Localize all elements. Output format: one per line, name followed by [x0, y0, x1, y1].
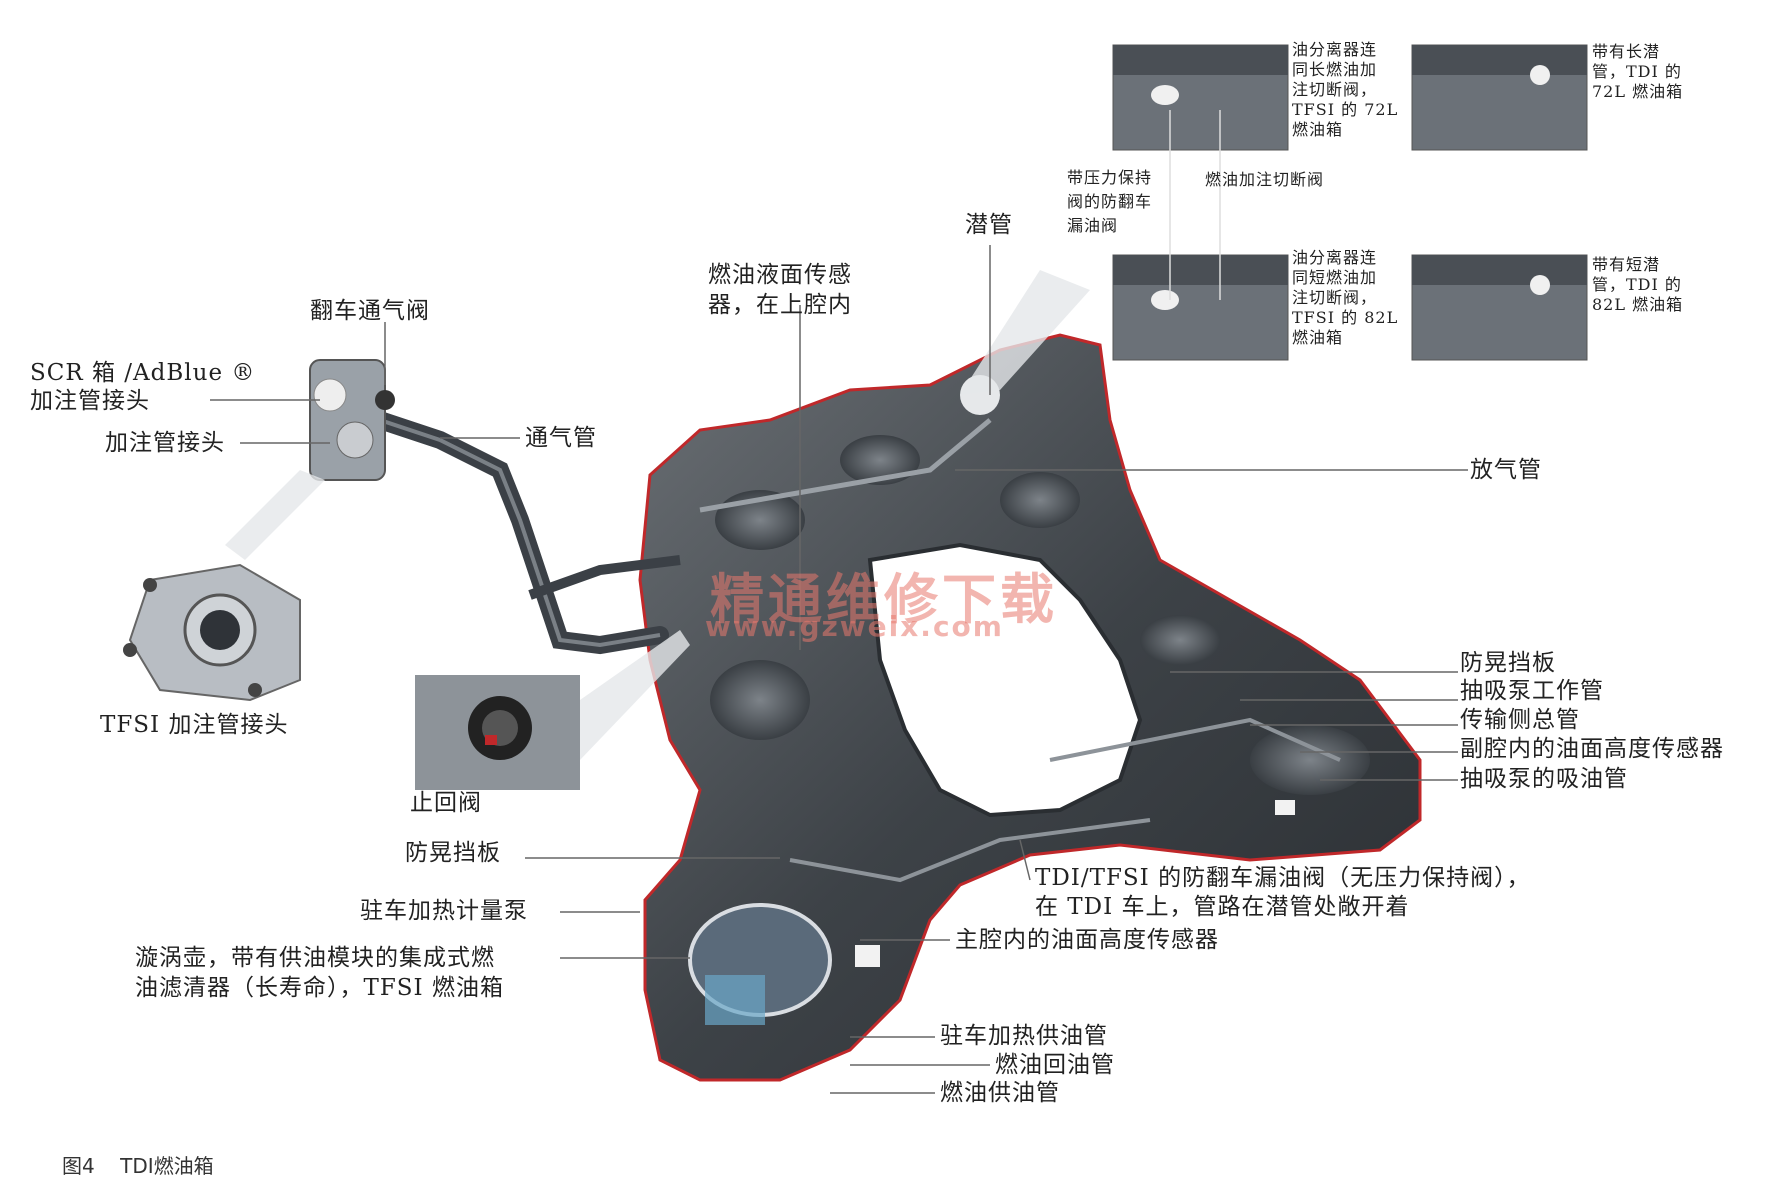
label-rollover-vent-valve: 翻车通气阀 [310, 298, 430, 324]
figure-number: 图4 [62, 1154, 95, 1178]
label-baffle-left: 防晃挡板 [405, 840, 501, 866]
figure-caption: 图4 TDI燃油箱 [62, 1150, 214, 1179]
label-suction-pump-working-pipe: 抽吸泵工作管 [1460, 678, 1604, 704]
leader-lines [210, 245, 1468, 1094]
label-secondary-level-sensor: 副腔内的油面高度传感器 [1460, 736, 1724, 762]
label-pressure-valve-2: 阀的防翻车 [1067, 192, 1153, 211]
label-check-valve: 止回阀 [410, 790, 482, 816]
label-fuel-supply-pipe: 燃油供油管 [940, 1080, 1060, 1106]
label-filler-neck: 加注管接头 [105, 430, 225, 456]
label-transfer-manifold: 传输侧总管 [1460, 707, 1580, 733]
label-suction-pump-intake: 抽吸泵的吸油管 [1460, 766, 1628, 792]
label-pressure-valve-3: 漏油阀 [1067, 216, 1119, 235]
callout-cone-filler [225, 470, 325, 560]
watermark-url: www.gzweix.com [705, 610, 1004, 643]
label-rollover-valve-1: TDI/TFSI 的防翻车漏油阀（无压力保持阀）， [1035, 865, 1531, 891]
label-level-sensor-1: 燃油液面传感 [708, 262, 852, 288]
callout-cone-valve [580, 630, 690, 760]
label-baffle-right: 防晃挡板 [1460, 650, 1556, 676]
label-tfsi-filler-neck: TFSI 加注管接头 [100, 712, 289, 738]
label-main-level-sensor: 主腔内的油面高度传感器 [955, 927, 1219, 953]
figure-title: TDI燃油箱 [120, 1154, 214, 1178]
label-heater-supply-pipe: 驻车加热供油管 [940, 1023, 1108, 1049]
watermark-text: 精通维修下载 [710, 567, 1058, 631]
label-fuel-return-pipe: 燃油回油管 [995, 1052, 1115, 1078]
label-fill-cutoff-valve: 燃油加注切断阀 [1205, 170, 1325, 189]
label-dip-tube: 潜管 [965, 212, 1013, 238]
label-swirl-pot-1: 漩涡壶，带有供油模块的集成式燃 [135, 945, 495, 971]
vent-pipe [371, 411, 681, 655]
label-scr-adblue-2: 加注管接头 [30, 388, 150, 414]
label-swirl-pot-2: 油滤清器（长寿命），TFSI 燃油箱 [135, 975, 504, 1001]
label-level-sensor-2: 器，在上腔内 [708, 292, 852, 318]
check-valve-photo [415, 675, 580, 790]
filler-neck-assembly [309, 359, 395, 481]
label-scr-adblue-1: SCR 箱 /AdBlue ® [30, 360, 256, 386]
fuel-tank-body [638, 333, 1422, 1082]
label-bleed-pipe: 放气管 [1470, 457, 1542, 483]
label-rollover-valve-2: 在 TDI 车上，管路在潜管处敞开着 [1035, 894, 1410, 920]
label-vent-pipe: 通气管 [525, 425, 597, 451]
inset-photos [1112, 44, 1588, 361]
label-heater-metering-pump: 驻车加热计量泵 [360, 898, 528, 924]
label-pressure-valve-1: 带压力保持 [1067, 168, 1153, 187]
callout-cone-inset [960, 270, 1090, 395]
tfsi-filler-neck [123, 563, 301, 702]
